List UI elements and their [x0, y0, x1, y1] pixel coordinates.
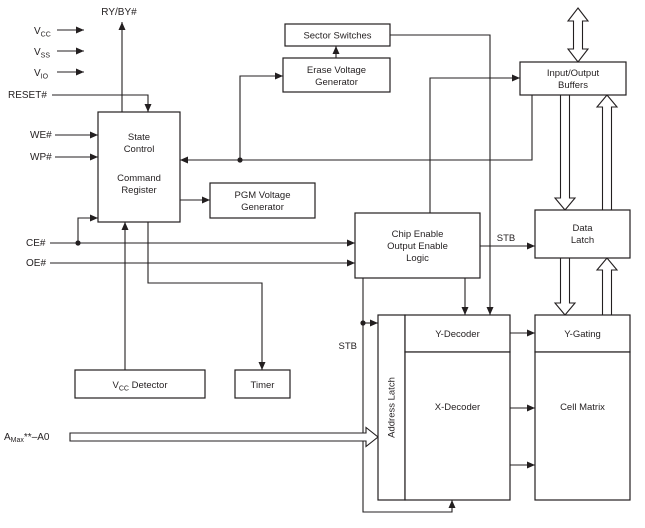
- wire-ce-branch: [77, 214, 98, 243]
- svg-text:Erase Voltage: Erase Voltage: [307, 65, 366, 76]
- stb-address-label: STB: [339, 341, 357, 352]
- block-io-buffers: Input/Output Buffers: [519, 61, 627, 96]
- block-data-latch: Data Latch: [534, 209, 631, 259]
- wp-label: WP#: [30, 152, 52, 163]
- block-y-decoder: Y-Decoder: [404, 314, 511, 353]
- svg-text:Address Latch: Address Latch: [387, 377, 398, 438]
- wire-state-to-timer: [147, 222, 266, 370]
- ryby-label: RY/BY#: [101, 7, 137, 18]
- svg-text:Y-Decoder: Y-Decoder: [435, 329, 480, 340]
- block-address-latch: Address Latch: [377, 314, 406, 501]
- svg-text:Data: Data: [572, 223, 593, 234]
- junctions: [75, 157, 366, 326]
- svg-text:Buffers: Buffers: [558, 80, 588, 91]
- svg-text:Logic: Logic: [406, 253, 429, 264]
- svg-text:PGM Voltage: PGM Voltage: [235, 190, 291, 201]
- wires: [50, 22, 535, 513]
- oe-label: OE#: [26, 258, 46, 269]
- wire-io-to-command: [180, 95, 533, 164]
- block-chip-enable-output-enable-logic: Chip Enable Output Enable Logic: [354, 212, 481, 279]
- block-erase-voltage-generator: Erase Voltage Generator: [282, 57, 391, 93]
- svg-text:VCC Detector: VCC Detector: [112, 380, 167, 393]
- svg-text:X-Decoder: X-Decoder: [435, 402, 480, 413]
- svg-text:State: State: [128, 132, 150, 143]
- address-label: AMax**–A0: [4, 432, 50, 444]
- stb-data-label: STB: [497, 233, 515, 244]
- block-state-control-command-register: State Control Command Register: [97, 111, 181, 223]
- svg-text:Generator: Generator: [315, 77, 358, 88]
- svg-text:Latch: Latch: [571, 235, 594, 246]
- wire-reset: [52, 94, 152, 112]
- bus-datalatch-to-io: [595, 94, 619, 211]
- block-cell-matrix: Cell Matrix: [534, 351, 631, 501]
- ce-label: CE#: [26, 238, 46, 249]
- junction-dot: [237, 157, 243, 163]
- wire-stb-address: [362, 278, 456, 513]
- signal-labels: RY/BY# VCC VSS VIO RESET# WE# WP# CE# OE…: [4, 7, 515, 444]
- svg-text:Cell Matrix: Cell Matrix: [560, 402, 605, 413]
- bus-address-input: [69, 426, 379, 448]
- block-timer: Timer: [234, 369, 291, 399]
- vcc-label: VCC: [34, 26, 51, 39]
- bus-io-to-datalatch: [553, 94, 577, 211]
- vss-label: VSS: [34, 47, 50, 60]
- block-vcc-detector: VCC Detector: [74, 369, 206, 399]
- vio-label: VIO: [34, 68, 49, 81]
- svg-text:Output Enable: Output Enable: [387, 241, 448, 252]
- junction-dot: [360, 320, 366, 326]
- svg-text:Y-Gating: Y-Gating: [564, 329, 601, 340]
- wire-ceoe-to-io: [429, 74, 520, 213]
- svg-text:Generator: Generator: [241, 202, 284, 213]
- reset-label: RESET#: [8, 90, 47, 101]
- wire-sector-out: [390, 34, 494, 315]
- svg-text:Chip Enable: Chip Enable: [392, 229, 444, 240]
- junction-dot: [75, 240, 81, 246]
- svg-text:Command: Command: [117, 173, 161, 184]
- block-sector-switches: Sector Switches: [284, 23, 391, 47]
- block-pgm-voltage-generator: PGM Voltage Generator: [209, 182, 316, 219]
- we-label: WE#: [30, 130, 52, 141]
- svg-text:Control: Control: [124, 144, 155, 155]
- block-x-decoder: X-Decoder: [404, 351, 511, 501]
- blocks: Sector Switches Erase Voltage Generator …: [74, 23, 631, 501]
- svg-text:Sector Switches: Sector Switches: [303, 31, 371, 42]
- svg-text:Register: Register: [121, 185, 156, 196]
- svg-text:Input/Output: Input/Output: [547, 68, 600, 79]
- bus-datalatch-to-ygating: [553, 257, 577, 316]
- bus-ygating-to-datalatch: [595, 257, 619, 316]
- wire-erase-feed: [239, 72, 283, 160]
- svg-text:Timer: Timer: [251, 380, 275, 391]
- block-y-gating: Y-Gating: [534, 314, 631, 353]
